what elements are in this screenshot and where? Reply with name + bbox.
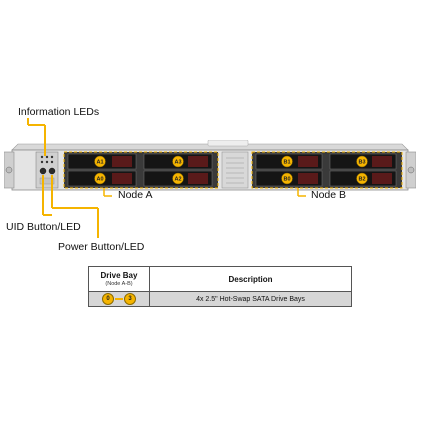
info-led-icon bbox=[40, 160, 44, 164]
badge-a1 bbox=[94, 155, 106, 168]
header-drive-bay-sub: (Node A-B) bbox=[105, 281, 133, 287]
info-led-icon bbox=[50, 160, 54, 164]
badge-b1 bbox=[281, 155, 293, 168]
badge-a2 bbox=[172, 172, 184, 185]
description-cell: 4x 2.5" Hot-Swap SATA Drive Bays bbox=[149, 291, 352, 307]
badge-b0-text: B0 bbox=[283, 177, 290, 183]
badge-b3 bbox=[356, 155, 368, 168]
uid-button-label: UID Button/LED bbox=[6, 221, 81, 233]
info-led-icon bbox=[45, 155, 49, 159]
right-rack-screw-icon bbox=[407, 166, 415, 174]
badge-a3 bbox=[172, 155, 184, 168]
server-chassis: A1 A0 A3 A2 B1 B0 B3 B2 bbox=[4, 140, 416, 191]
header-drive-bay-title: Drive Bay bbox=[100, 271, 138, 280]
uid-button-icon bbox=[39, 167, 47, 175]
info-leds-label: Information LEDs bbox=[18, 106, 100, 118]
badge-a2-text: A2 bbox=[174, 177, 181, 183]
bay-start-badge: 0 bbox=[102, 293, 114, 305]
node-b-label: Node B bbox=[311, 189, 347, 201]
info-led-icon bbox=[40, 155, 44, 159]
badge-a0 bbox=[94, 172, 106, 185]
badge-b2-text: B2 bbox=[358, 177, 365, 183]
badge-a3-text: A3 bbox=[174, 160, 181, 166]
bay-end-badge: 3 bbox=[124, 293, 136, 305]
badge-a0-text: A0 bbox=[96, 177, 103, 183]
bay-range-dash bbox=[115, 298, 123, 300]
badge-a1-text: A1 bbox=[96, 160, 103, 166]
header-description: Description bbox=[149, 266, 352, 292]
info-led-icon bbox=[45, 160, 49, 164]
power-button-icon bbox=[48, 167, 56, 175]
node-a-label: Node A bbox=[118, 189, 153, 201]
badge-b0 bbox=[281, 172, 293, 185]
badge-b3-text: B3 bbox=[358, 160, 365, 166]
left-rack-screw-icon bbox=[5, 166, 13, 174]
header-drive-bay: Drive Bay (Node A-B) bbox=[88, 266, 150, 292]
badge-b2 bbox=[356, 172, 368, 185]
power-button-label: Power Button/LED bbox=[58, 241, 145, 253]
info-led-icon bbox=[50, 155, 54, 159]
badge-b1-text: B1 bbox=[283, 160, 290, 166]
